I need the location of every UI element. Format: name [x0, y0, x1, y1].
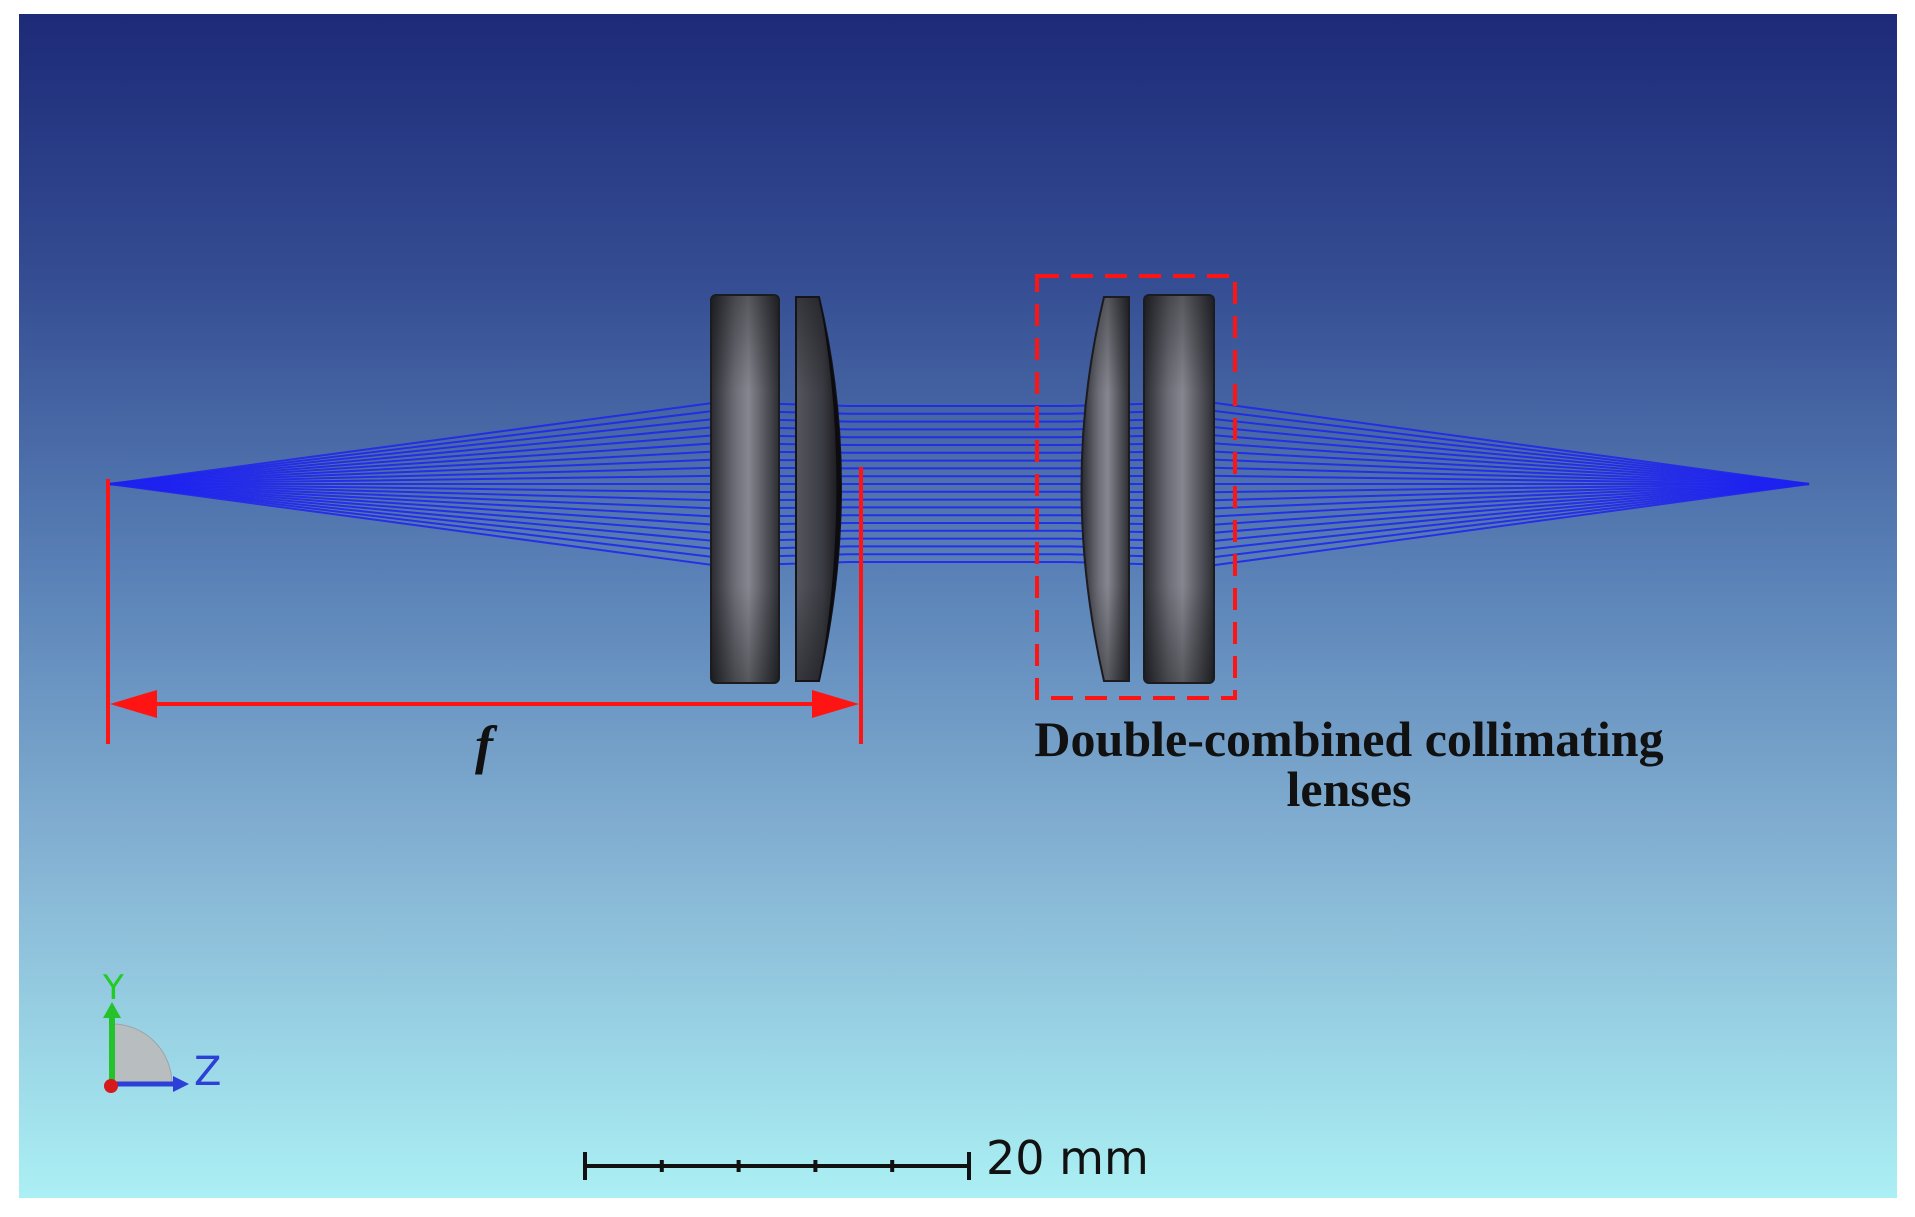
ray	[108, 442, 1810, 485]
collimating-highlight-box	[1035, 274, 1237, 700]
ray	[108, 483, 1810, 502]
ray-bundle	[108, 401, 1810, 567]
lens-plano-disc-1	[710, 294, 780, 684]
ray	[108, 417, 1810, 485]
scale-bar-label: 20 mm	[986, 1131, 1149, 1185]
ray	[108, 458, 1810, 485]
ray	[108, 474, 1810, 485]
ray	[108, 401, 1810, 485]
ray	[108, 483, 1810, 559]
ray	[108, 483, 1810, 551]
ray	[108, 425, 1810, 485]
ray	[108, 483, 1810, 526]
lens-convex-1	[795, 296, 842, 682]
collimating-lenses-caption: Double-combined collimating lenses	[954, 714, 1744, 814]
ray	[108, 433, 1810, 485]
ray	[108, 483, 1810, 518]
z-axis-arrow	[173, 1076, 189, 1092]
x-axis-origin	[104, 1079, 118, 1093]
focal-length-label: f	[475, 715, 493, 775]
z-axis-label: Z	[194, 1049, 222, 1095]
dimension-arrow-right	[812, 690, 859, 718]
lens-plano-disc-2	[1143, 294, 1215, 684]
ray	[108, 409, 1810, 485]
ray	[108, 483, 1810, 510]
focal-length-dimension	[106, 467, 863, 744]
ray	[108, 450, 1810, 485]
y-axis-label: Y	[103, 968, 124, 1008]
lens-convex-2	[1080, 296, 1130, 682]
ray	[108, 466, 1810, 485]
lens-group-collimating	[1080, 294, 1215, 684]
ray	[108, 483, 1810, 535]
axis-triad	[103, 1002, 189, 1093]
y-axis-arrow	[103, 1002, 121, 1018]
scale-bar	[583, 1152, 971, 1180]
caption-line-2: lenses	[1286, 761, 1412, 817]
ray	[108, 483, 1810, 567]
dimension-arrow-left	[110, 690, 157, 718]
optical-viewport: f Double-combined collimating lenses 20 …	[19, 14, 1897, 1198]
optical-scene	[103, 274, 1810, 1180]
ray	[108, 483, 1810, 543]
axis-quadrant	[111, 1023, 173, 1085]
lens-group-focusing	[710, 294, 842, 684]
caption-line-1: Double-combined collimating	[1034, 711, 1664, 767]
ray	[108, 483, 1810, 494]
